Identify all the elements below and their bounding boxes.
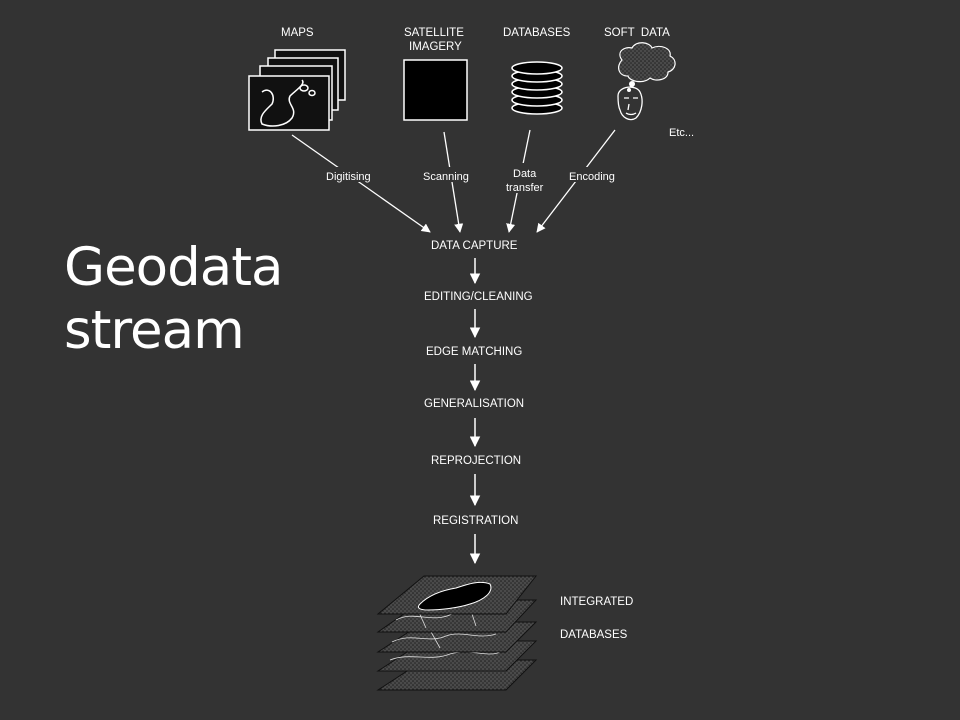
etc-label: Etc... [669, 127, 694, 139]
step-reprojection: REPROJECTION [431, 455, 521, 467]
slide-title-line-1: Geodata [64, 237, 283, 298]
scanning-label: Scanning [423, 171, 469, 183]
person-head-icon [617, 86, 643, 121]
encoding-label: Encoding [569, 171, 615, 183]
slide-title-line-2: stream [64, 300, 245, 361]
integrated-database-layers-icon [376, 575, 538, 691]
database-disks-icon [511, 61, 563, 115]
satellite-label-line-2: IMAGERY [409, 41, 462, 53]
step-edge-matching: EDGE MATCHING [426, 346, 522, 358]
arrow-digitising [291, 134, 431, 233]
step-editing-cleaning: EDITING/CLEANING [424, 291, 533, 303]
thought-bubble-icon [618, 42, 676, 92]
step-data-capture: DATA CAPTURE [431, 240, 518, 252]
maps-stack-icon [248, 49, 346, 131]
step-generalisation: GENERALISATION [424, 398, 524, 410]
soft-data-label: SOFT DATA [604, 27, 670, 39]
step-registration: REGISTRATION [433, 515, 518, 527]
satellite-label-line-1: SATELLITE [404, 27, 464, 39]
slide-title: Geodata stream [64, 236, 324, 362]
data-transfer-label-line-2: transfer [506, 182, 544, 194]
result-label-line-2: DATABASES [560, 629, 628, 641]
result-label-line-1: INTEGRATED [560, 596, 633, 608]
maps-label: MAPS [281, 27, 314, 39]
digitising-label: Digitising [326, 171, 371, 183]
databases-source-label: DATABASES [503, 27, 571, 39]
satellite-imagery-icon [403, 59, 468, 121]
data-transfer-label-line-1: Data [513, 168, 537, 180]
